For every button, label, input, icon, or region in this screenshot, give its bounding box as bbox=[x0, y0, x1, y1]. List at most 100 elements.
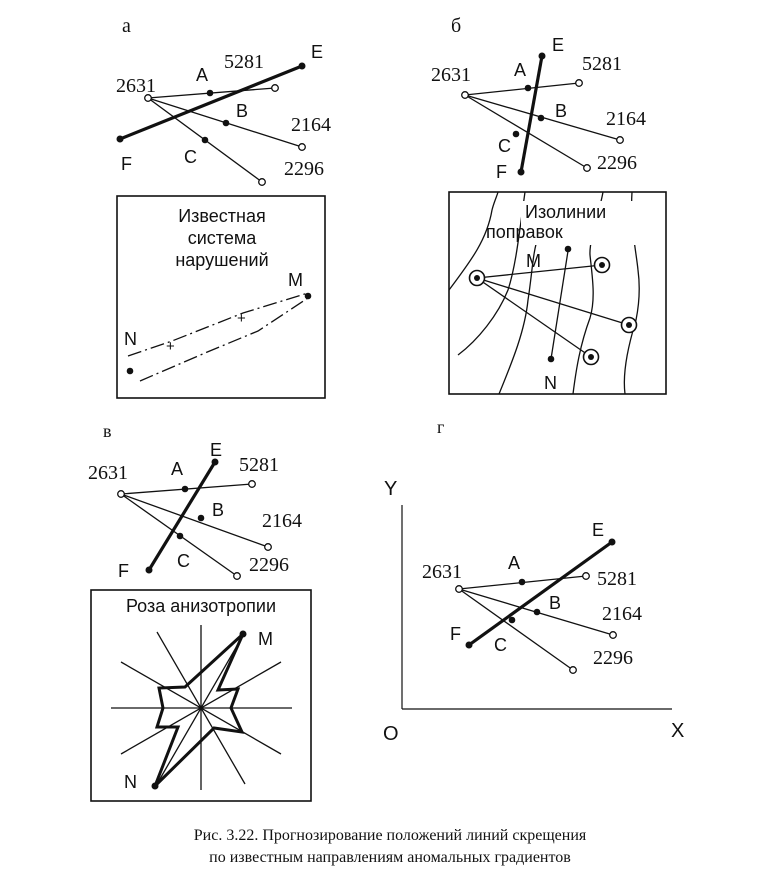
profile-inset-1 bbox=[476, 264, 603, 279]
label-f: F bbox=[496, 162, 507, 182]
fault-line-lower bbox=[139, 297, 309, 382]
axis-origin-label: O bbox=[383, 723, 399, 745]
profile-inset-3 bbox=[476, 277, 592, 358]
well-2631 bbox=[455, 585, 463, 593]
inset-fault-system-frame bbox=[116, 195, 326, 399]
label-5281: 5281 bbox=[597, 568, 637, 590]
label-a: A bbox=[514, 60, 526, 80]
label-n: N bbox=[124, 329, 137, 349]
label-2631: 2631 bbox=[116, 75, 156, 97]
point-a bbox=[518, 578, 526, 586]
label-5281: 5281 bbox=[582, 53, 622, 75]
isoline-1 bbox=[448, 191, 499, 291]
label-b: B bbox=[549, 593, 561, 613]
point-f bbox=[517, 168, 525, 176]
label-b: B bbox=[236, 101, 248, 121]
label-f: F bbox=[118, 561, 129, 581]
well-marker-4-dot bbox=[588, 354, 594, 360]
label-a: A bbox=[171, 459, 183, 479]
point-a bbox=[181, 485, 189, 493]
label-n: N bbox=[124, 772, 137, 792]
label-m: M bbox=[526, 251, 541, 271]
profile-2631-2296 bbox=[464, 94, 588, 169]
label-c: C bbox=[494, 635, 507, 655]
label-e: E bbox=[552, 35, 564, 55]
label-f: F bbox=[450, 624, 461, 644]
label-2631: 2631 bbox=[88, 462, 128, 484]
label-2164: 2164 bbox=[262, 510, 302, 532]
well-2164 bbox=[298, 143, 306, 151]
point-f bbox=[145, 566, 153, 574]
point-c bbox=[512, 130, 520, 138]
well-5281 bbox=[575, 79, 583, 87]
rose-outline bbox=[153, 632, 245, 788]
label-a: A bbox=[508, 553, 520, 573]
label-5281: 5281 bbox=[239, 454, 279, 476]
point-f bbox=[116, 135, 124, 143]
point-f bbox=[465, 641, 473, 649]
label-2631: 2631 bbox=[431, 64, 471, 86]
label-2164: 2164 bbox=[602, 603, 642, 625]
well-5281 bbox=[582, 572, 590, 580]
well-marker-1-dot bbox=[474, 275, 480, 281]
axis-x-label: X bbox=[671, 720, 684, 742]
profile-inset-2 bbox=[476, 277, 630, 326]
label-5281: 5281 bbox=[224, 51, 264, 73]
isoline-2 bbox=[457, 191, 526, 356]
well-marker-2-dot bbox=[599, 262, 605, 268]
line-ef bbox=[468, 540, 613, 647]
well-2296 bbox=[569, 666, 577, 674]
isoline-3 bbox=[498, 237, 539, 395]
point-c bbox=[176, 532, 184, 540]
inset-title: Роза анизотропии bbox=[126, 596, 276, 616]
inset-title-line1: Известная bbox=[178, 206, 266, 226]
rose-rays bbox=[111, 625, 292, 790]
label-b: B bbox=[555, 101, 567, 121]
point-m bbox=[304, 292, 312, 300]
profile-2631-5281 bbox=[464, 82, 580, 96]
well-2164 bbox=[616, 136, 624, 144]
label-c: C bbox=[177, 551, 190, 571]
well-5281 bbox=[248, 480, 256, 488]
axis-y-label: Y bbox=[384, 478, 397, 500]
point-e bbox=[538, 52, 546, 60]
well-2296 bbox=[233, 572, 241, 580]
point-b bbox=[222, 119, 230, 127]
well-2631 bbox=[461, 91, 469, 99]
point-e bbox=[298, 62, 306, 70]
panel-g-label: г bbox=[437, 417, 444, 437]
point-e bbox=[211, 458, 219, 466]
point-m bbox=[564, 245, 572, 253]
point-n bbox=[126, 367, 134, 375]
point-b bbox=[533, 608, 541, 616]
label-n: N bbox=[544, 373, 557, 393]
line-ef bbox=[119, 64, 303, 141]
point-b bbox=[537, 114, 545, 122]
label-m: M bbox=[288, 270, 303, 290]
point-c bbox=[508, 616, 516, 624]
point-b bbox=[197, 514, 205, 522]
point-n bbox=[151, 782, 159, 790]
panel-v: в 2631 5281 2164 2296 A B C E F Роза ани… bbox=[88, 421, 312, 802]
point-c bbox=[201, 136, 209, 144]
label-c: C bbox=[498, 136, 511, 156]
inset-title-line2: поправок bbox=[486, 222, 563, 242]
label-c: C bbox=[184, 147, 197, 167]
label-b: B bbox=[212, 500, 224, 520]
well-5281 bbox=[271, 84, 279, 92]
profile-2631-2164 bbox=[120, 493, 269, 548]
line-ef bbox=[519, 55, 544, 173]
label-e: E bbox=[592, 520, 604, 540]
point-m bbox=[239, 630, 247, 638]
inset-title-bg bbox=[521, 201, 647, 245]
well-2631 bbox=[117, 490, 125, 498]
profile-2631-2296 bbox=[458, 588, 574, 671]
label-2296: 2296 bbox=[597, 152, 637, 174]
label-2296: 2296 bbox=[249, 554, 289, 576]
point-a bbox=[206, 89, 214, 97]
well-marker-3-dot bbox=[626, 322, 632, 328]
line-ef bbox=[147, 461, 217, 571]
well-2164 bbox=[264, 543, 272, 551]
caption-line1: Рис. 3.22. Прогнозирование положений лин… bbox=[194, 827, 587, 844]
label-2631: 2631 bbox=[422, 561, 462, 583]
